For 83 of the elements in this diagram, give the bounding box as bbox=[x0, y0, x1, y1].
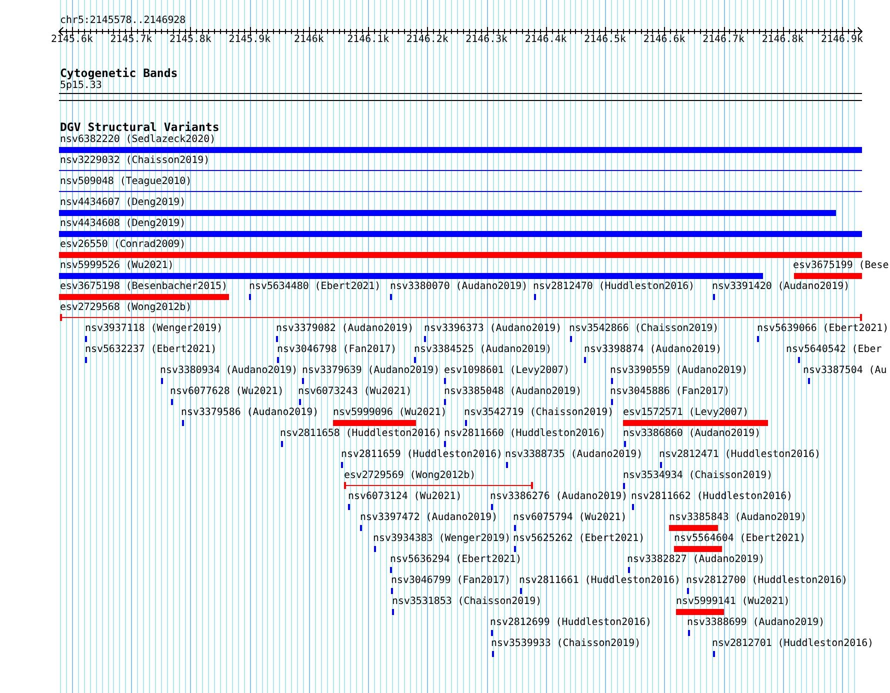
variant-label: nsv2812701 (Huddleston2016) bbox=[712, 638, 874, 650]
tick-label: 2146k bbox=[294, 34, 324, 46]
tick-label: 2145.7k bbox=[110, 34, 152, 46]
variant-label: nsv3384525 (Audano2019) bbox=[414, 344, 552, 356]
variant-label: nsv2811660 (Huddleston2016) bbox=[444, 428, 606, 440]
variant-label: nsv3531853 (Chaisson2019) bbox=[392, 596, 542, 608]
variant-label: nsv2812471 (Huddleston2016) bbox=[659, 449, 821, 461]
variant-label: nsv3397472 (Audano2019) bbox=[360, 512, 498, 524]
track-title: Cytogenetic Bands bbox=[60, 67, 178, 80]
variant-label: nsv3382827 (Audano2019) bbox=[627, 554, 765, 566]
variant-label: nsv6077628 (Wu2021) bbox=[170, 386, 284, 398]
tick-label: 2145.8k bbox=[170, 34, 212, 46]
variant-label: nsv3539933 (Chaisson2019) bbox=[491, 638, 641, 650]
variant-label: nsv2811658 (Huddleston2016) bbox=[280, 428, 442, 440]
variant-label: nsv3542719 (Chaisson2019) bbox=[464, 407, 614, 419]
variant-label: nsv5640542 (Eber bbox=[786, 344, 882, 356]
variant-label: nsv3396373 (Audano2019) bbox=[424, 323, 562, 335]
variant-label: nsv2812699 (Huddleston2016) bbox=[490, 617, 652, 629]
tick-label: 2146.4k bbox=[524, 34, 567, 46]
variant-label: nsv509048 (Teague2010) bbox=[60, 176, 192, 188]
tick-label: 2146.8k bbox=[762, 34, 804, 46]
variant-label: esv1572571 (Levy2007) bbox=[623, 407, 749, 419]
variant-label: nsv3046799 (Fan2017) bbox=[391, 575, 511, 587]
variant-label: nsv4434607 (Deng2019) bbox=[60, 197, 186, 209]
variant-label: nsv5999141 (Wu2021) bbox=[676, 596, 790, 608]
variant-label: nsv3379082 (Audano2019) bbox=[276, 323, 414, 335]
variant-label: nsv3379639 (Audano2019) bbox=[302, 365, 440, 377]
variant-label: nsv6073124 (Wu2021) bbox=[348, 491, 462, 503]
variant-label: nsv3385048 (Audano2019) bbox=[444, 386, 582, 398]
variant-label: nsv5636294 (Ebert2021) bbox=[390, 554, 522, 566]
variant-label: nsv3398874 (Audano2019) bbox=[584, 344, 722, 356]
variant-label: nsv2812470 (Huddleston2016) bbox=[533, 281, 695, 293]
variant-label: nsv3385843 (Audano2019) bbox=[669, 512, 807, 524]
variant-label: nsv4434608 (Deng2019) bbox=[60, 218, 186, 230]
tick-label: 2146.5k bbox=[584, 34, 626, 46]
variant-label: nsv3937118 (Wenger2019) bbox=[85, 323, 223, 335]
variant-label: esv3675198 (Besenbacher2015) bbox=[60, 281, 228, 293]
variant-label: esv1098601 (Levy2007) bbox=[444, 365, 570, 377]
variant-label: nsv5625262 (Ebert2021) bbox=[513, 533, 645, 545]
variant-label: nsv3542866 (Chaisson2019) bbox=[569, 323, 719, 335]
variant-label: nsv3386276 (Audano2019) bbox=[490, 491, 628, 503]
tick-label: 2146.9k bbox=[821, 34, 863, 46]
variant-label: nsv6075794 (Wu2021) bbox=[513, 512, 627, 524]
variant-label: nsv3390559 (Audano2019) bbox=[610, 365, 748, 377]
variant-label: esv2729569 (Wong2012b) bbox=[344, 470, 476, 482]
variant-label: nsv6382220 (Sedlazeck2020) bbox=[60, 134, 216, 146]
variant-label: nsv3388699 (Audano2019) bbox=[687, 617, 825, 629]
variant-label: nsv3045886 (Fan2017) bbox=[610, 386, 730, 398]
variant-label: nsv3388735 (Audano2019) bbox=[505, 449, 643, 461]
variant-label: nsv3046798 (Fan2017) bbox=[277, 344, 397, 356]
band-label: 5p15.33 bbox=[60, 80, 102, 92]
variant-label: nsv3380070 (Audano2019) bbox=[390, 281, 528, 293]
variant-label: esv26550 (Conrad2009) bbox=[60, 239, 186, 251]
variant-label: nsv2811659 (Huddleston2016) bbox=[341, 449, 503, 461]
variant-label: nsv3229032 (Chaisson2019) bbox=[60, 155, 210, 167]
tick-label: 2145.6k bbox=[51, 34, 93, 46]
variant-label: nsv5564604 (Ebert2021) bbox=[674, 533, 806, 545]
variant-label: esv3675199 (Bese bbox=[793, 260, 889, 272]
variant-label: nsv5639066 (Ebert2021) bbox=[757, 323, 889, 335]
tick-label: 2146.1k bbox=[347, 34, 390, 46]
tick-label: 2146.3k bbox=[466, 34, 508, 46]
variant-label: nsv2811661 (Huddleston2016) bbox=[519, 575, 681, 587]
location-title: chr5:2145578..2146928 bbox=[60, 15, 186, 27]
variant-label: esv2729568 (Wong2012b) bbox=[60, 302, 192, 314]
variant-label: nsv5632237 (Ebert2021) bbox=[85, 344, 217, 356]
variant-label: nsv3379586 (Audano2019) bbox=[181, 407, 319, 419]
variant-label: nsv6073243 (Wu2021) bbox=[298, 386, 412, 398]
track-title: DGV Structural Variants bbox=[60, 121, 220, 134]
tick-label: 2146.2k bbox=[406, 34, 448, 46]
variant-label: nsv5999096 (Wu2021) bbox=[333, 407, 447, 419]
variant-label: nsv3534934 (Chaisson2019) bbox=[623, 470, 773, 482]
tick-label: 2145.9k bbox=[228, 34, 271, 46]
variant-label: nsv5999526 (Wu2021) bbox=[60, 260, 174, 272]
variant-label: nsv2812700 (Huddleston2016) bbox=[686, 575, 848, 587]
variant-label: nsv3387504 (Au bbox=[803, 365, 887, 377]
tick-label: 2146.6k bbox=[643, 34, 686, 46]
variant-label: nsv3391420 (Audano2019) bbox=[712, 281, 850, 293]
variant-label: nsv2811662 (Huddleston2016) bbox=[631, 491, 793, 503]
tick-label: 2146.7k bbox=[702, 34, 744, 46]
variant-label: nsv3934383 (Wenger2019) bbox=[373, 533, 511, 545]
variant-label: nsv3380934 (Audano2019) bbox=[160, 365, 298, 377]
variant-label: nsv5634480 (Ebert2021) bbox=[249, 281, 381, 293]
variant-label: nsv3386860 (Audano2019) bbox=[623, 428, 761, 440]
